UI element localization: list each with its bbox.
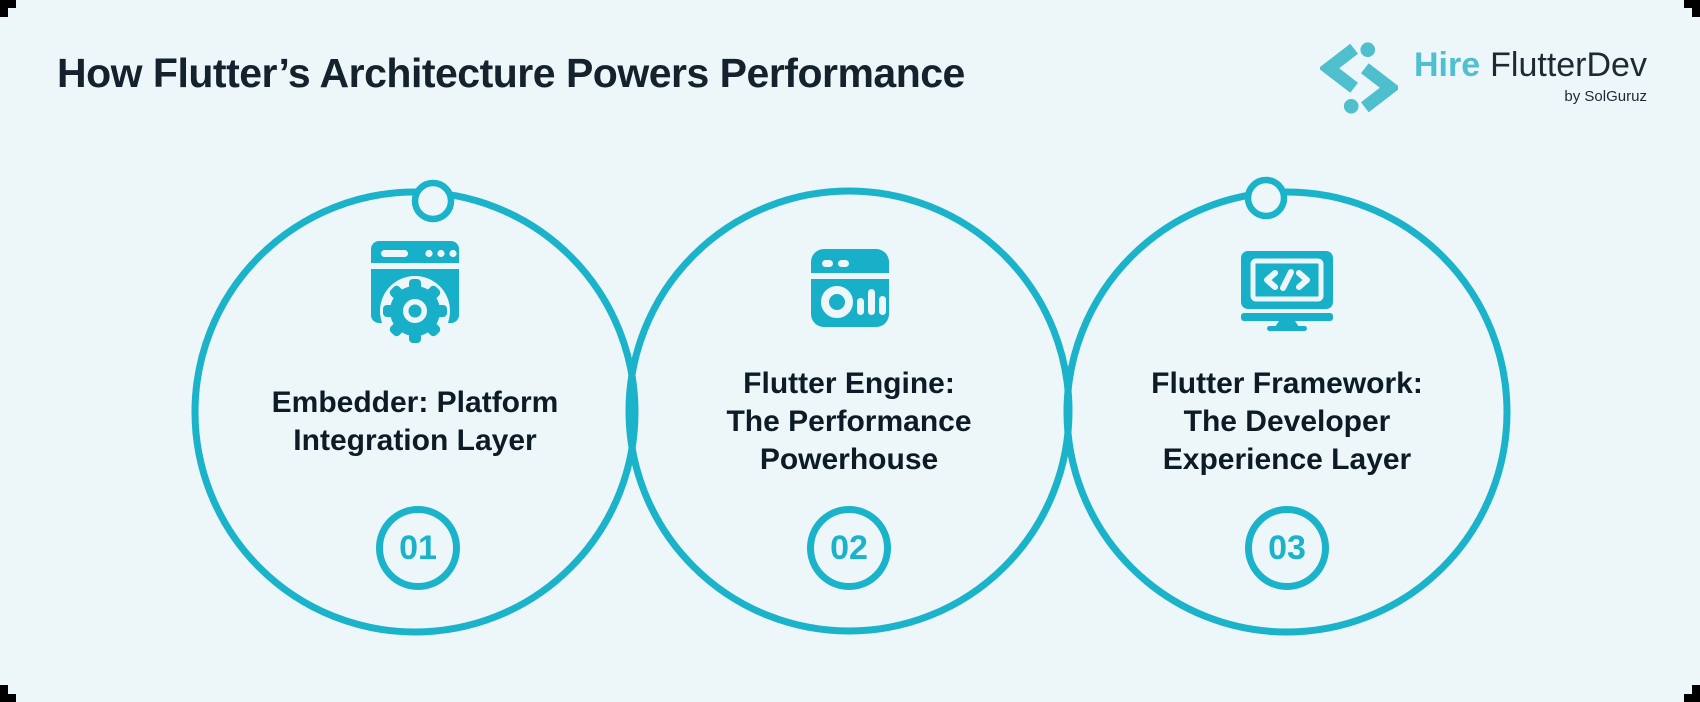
- step-1-title: Embedder: Platform Integration Layer: [205, 362, 625, 482]
- step-2-title-line: Powerhouse: [759, 443, 939, 476]
- ring-node-1: [411, 179, 455, 223]
- step-1-title-line: Integration Layer: [293, 424, 537, 457]
- step-1-title-line: Embedder: Platform: [271, 386, 559, 419]
- step-3-title-line: Experience Layer: [1162, 443, 1412, 476]
- step-2-title-line: Flutter Engine:: [743, 367, 955, 400]
- code-brackets-icon: [1320, 42, 1398, 114]
- brand-name: Hire FlutterDev: [1414, 48, 1647, 82]
- brand-byline: by SolGuruz: [1564, 88, 1647, 105]
- brand-flutterdev-label: FlutterDev: [1490, 46, 1647, 84]
- browser-gear-icon: [371, 241, 459, 345]
- ring-step-3: [1063, 188, 1511, 636]
- brand-hire-label: Hire: [1414, 46, 1481, 84]
- brand-text: Hire FlutterDev by SolGuruz: [1414, 40, 1647, 105]
- dashboard-chart-icon: [811, 249, 889, 327]
- step-3-title-line: Flutter Framework:: [1151, 367, 1423, 400]
- step-2-title-line: The Performance: [726, 405, 972, 438]
- step-2-title: Flutter Engine: The Performance Powerhou…: [639, 362, 1059, 482]
- step-3-number-badge: 03: [1245, 506, 1329, 590]
- crop-mark-top-left: [0, 0, 18, 18]
- step-2-number-badge: 02: [807, 506, 891, 590]
- crop-mark-bottom-left: [0, 684, 18, 702]
- ring-node-3: [1244, 176, 1288, 220]
- monitor-code-icon: [1241, 251, 1333, 331]
- brand-logo: Hire FlutterDev by SolGuruz: [1320, 40, 1647, 116]
- crop-mark-bottom-right: [1682, 684, 1700, 702]
- crop-mark-top-right: [1682, 0, 1700, 18]
- step-3-title-line: The Developer: [1183, 405, 1391, 438]
- page-title: How Flutter’s Architecture Powers Perfor…: [57, 50, 965, 96]
- step-3-title: Flutter Framework: The Developer Experie…: [1077, 362, 1497, 482]
- step-1-number-badge: 01: [376, 506, 460, 590]
